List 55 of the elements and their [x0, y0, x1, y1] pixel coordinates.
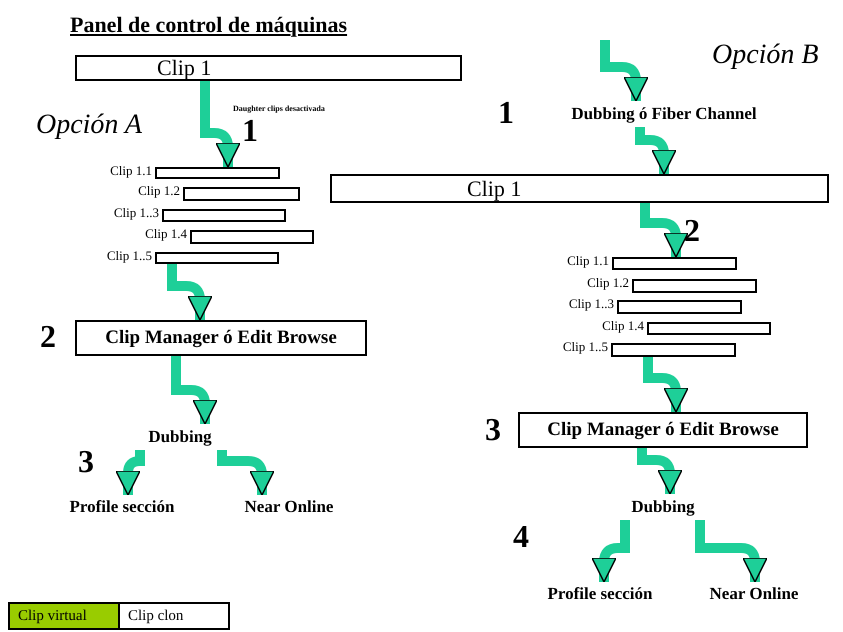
step-text: Near Online: [228, 495, 350, 519]
step-text: Dubbing: [618, 494, 708, 520]
option-heading: Opción A: [36, 108, 142, 142]
clip-bar: [162, 209, 286, 222]
curved-arrow: [643, 357, 689, 413]
step-text: Dubbing ó Fiber Channel: [531, 101, 797, 127]
clip-bar: [612, 257, 737, 270]
step-number: 3: [78, 445, 94, 477]
clip-bar: [647, 322, 771, 335]
clip-bar: [183, 187, 300, 201]
clip-bar: [611, 343, 736, 357]
clip-bar: [155, 252, 279, 264]
clip-bar: [617, 300, 742, 314]
curved-arrow: [635, 127, 677, 175]
clip-bar: [632, 279, 757, 293]
step-number: 2: [684, 214, 700, 246]
curved-arrow: [115, 450, 145, 496]
clip-label: Clip 1..3: [568, 297, 614, 310]
clip-box: Clip Manager ó Edit Browse: [75, 320, 367, 356]
clip-label: Clip 1.4: [602, 319, 644, 332]
note-text: Daughter clips desactivada: [233, 103, 325, 115]
curved-arrow: [640, 203, 689, 258]
step-text: Near Online: [693, 582, 815, 606]
clip-label: Clip 1.1: [567, 254, 609, 267]
step-number: 1: [498, 96, 514, 128]
curved-arrow: [591, 520, 630, 583]
legend-text: Clip virtual: [18, 606, 87, 626]
clip-label: Clip 1..5: [562, 340, 608, 353]
clip-label: Clip 1.4: [145, 227, 187, 240]
clip-box: Clip 1: [75, 55, 462, 81]
step-number: 4: [513, 520, 529, 552]
curved-arrow: [217, 450, 275, 496]
curved-arrow: [167, 264, 213, 321]
curved-arrow: [637, 448, 683, 495]
curved-arrow: [200, 81, 241, 168]
clip-label: Clip 1..3: [114, 206, 159, 219]
clip-label: Clip 1.1: [110, 164, 152, 177]
step-number: 3: [485, 413, 501, 445]
curved-arrow: [171, 356, 218, 425]
legend-text: Clip clon: [128, 606, 184, 626]
title: Panel de control de máquinas: [70, 11, 348, 39]
option-heading: Opción B: [712, 38, 819, 72]
step-number: 1: [242, 114, 258, 146]
clip-label: Clip 1.2: [138, 184, 180, 197]
clip-label: Clip 1.2: [587, 276, 629, 289]
step-text: Dubbing: [135, 424, 225, 450]
clip-box: Clip 1: [330, 174, 829, 203]
clip-box: Clip Manager ó Edit Browse: [518, 412, 808, 448]
curved-arrow: [600, 40, 649, 102]
step-text: Profile sección: [52, 495, 192, 519]
step-text: Profile sección: [530, 582, 670, 606]
step-number: 2: [40, 320, 56, 352]
clip-bar: [190, 230, 314, 244]
clip-bar: [155, 167, 280, 179]
clip-label: Clip 1..5: [106, 249, 152, 262]
